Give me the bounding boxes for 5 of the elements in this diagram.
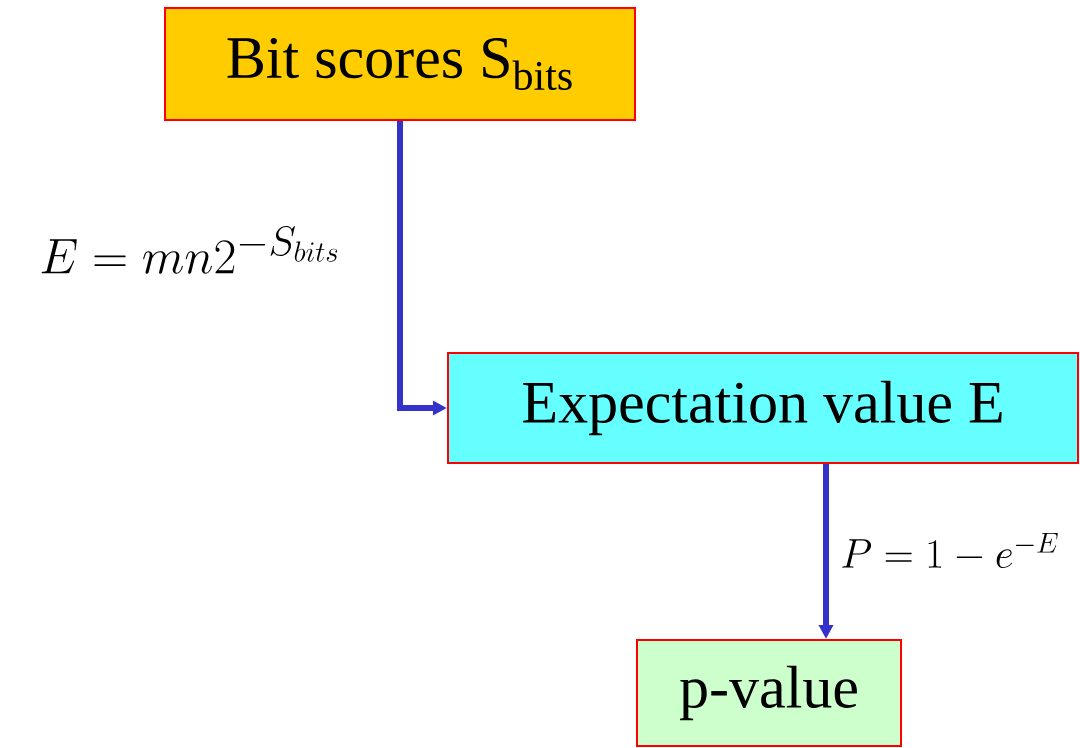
edge-label: $E = mn2^{-S_{bits}}$ <box>41 225 338 274</box>
edge-label: $P = 1 - e^{-E}$ <box>842 532 1058 569</box>
process-box: Bit scores S$_{bits}$ <box>164 7 636 121</box>
process-box: p-value <box>636 639 902 747</box>
process-box: Expectation value E <box>447 352 1079 464</box>
